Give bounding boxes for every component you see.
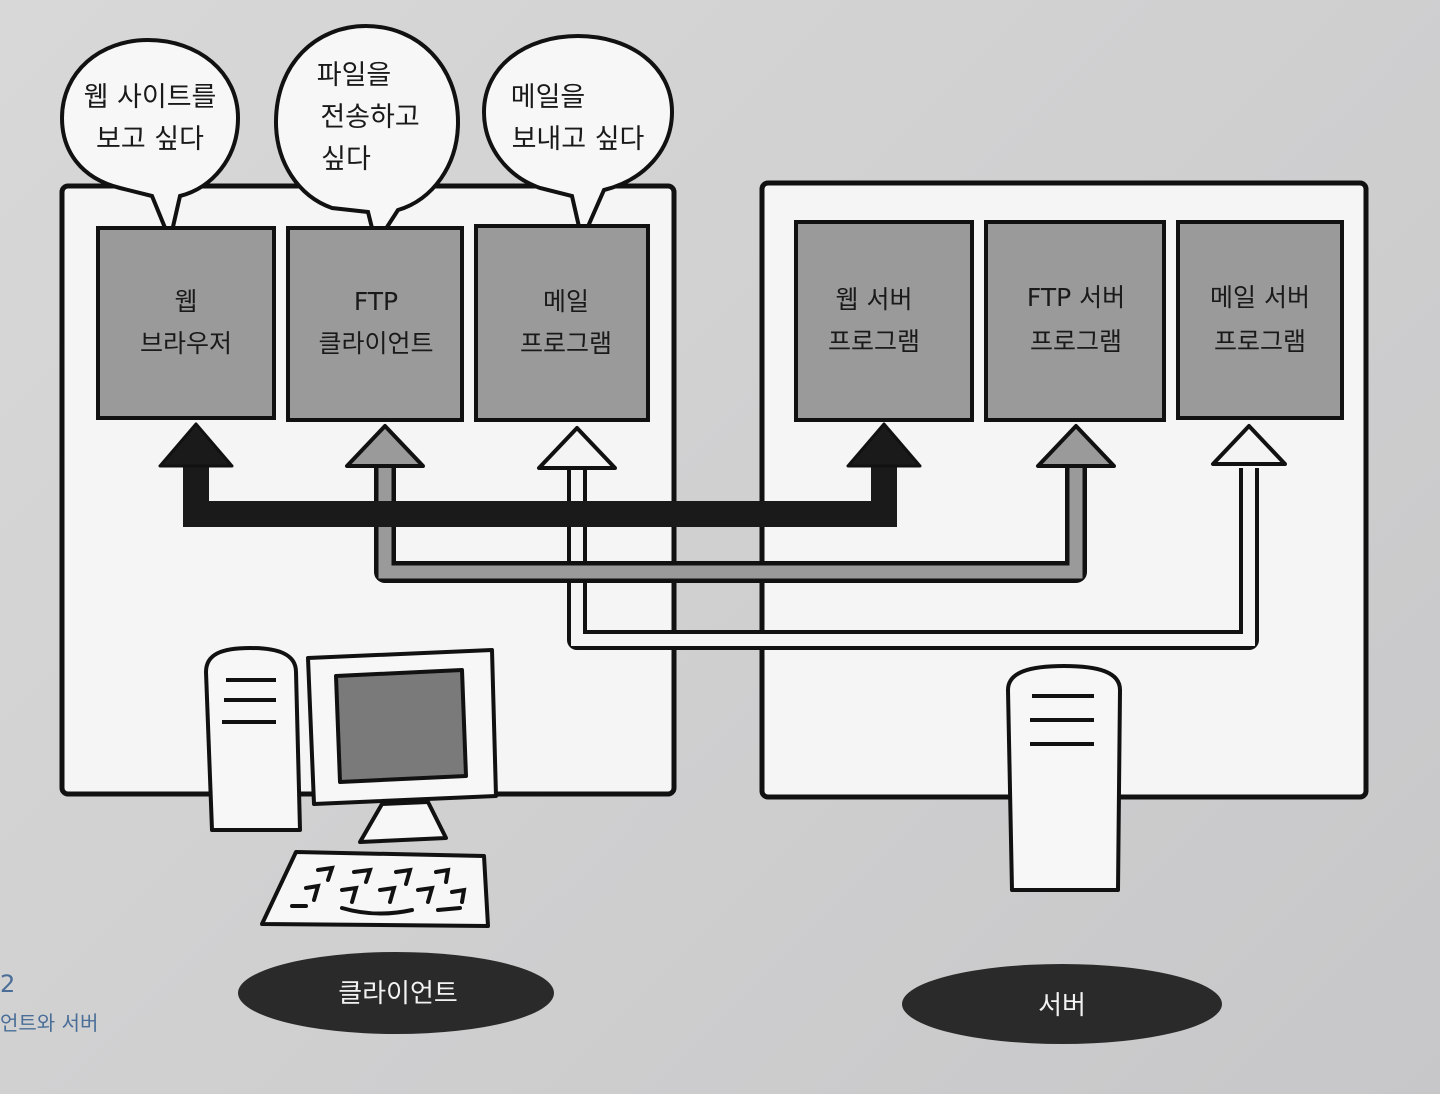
box-ftp-server-line-2: 프로그램: [1030, 327, 1122, 356]
speech-bubble-ftp: 파일을 전송하고 싶다: [273, 23, 461, 249]
box-ftp-server: FTP 서버 프로그램: [984, 220, 1166, 422]
box-mail-server: 메일 서버 프로그램: [1176, 220, 1344, 420]
client-label-text: 클라이언트: [338, 979, 458, 1009]
box-web-browser-line-2: 브라우저: [140, 329, 232, 358]
box-web-browser: 웹 브라우저: [96, 226, 276, 420]
box-mail-program-line-2: 프로그램: [520, 329, 612, 358]
bubble-web-line-1: 웹 사이트를: [84, 82, 217, 113]
box-ftp-server-line-1: FTP 서버: [1027, 283, 1125, 312]
box-mail-server-line-2: 프로그램: [1214, 327, 1306, 356]
bubble-mail-line-1: 메일을: [511, 82, 586, 113]
speech-bubble-mail: 메일을 보내고 싶다: [481, 33, 675, 247]
box-ftp-client: FTP 클라이언트: [286, 226, 464, 422]
bubble-ftp-line-3: 싶다: [321, 144, 371, 175]
box-ftp-client-line-2: 클라이언트: [318, 329, 433, 358]
bubble-ftp-line-2: 전송하고: [320, 102, 419, 133]
box-web-server: 웹 서버 프로그램: [794, 220, 974, 422]
client-label: 클라이언트: [238, 952, 554, 1034]
server-machine-icon: [1006, 664, 1122, 892]
speech-bubble-web: 웹 사이트를 보고 싶다: [59, 37, 241, 247]
box-web-browser-line-1: 웹: [174, 287, 197, 316]
server-label-text: 서버: [1038, 991, 1086, 1021]
box-ftp-client-line-1: FTP: [354, 287, 398, 316]
box-mail-server-line-1: 메일 서버: [1210, 283, 1310, 312]
box-mail-program-line-1: 메일: [543, 287, 589, 316]
box-web-server-line-1: 웹 서버: [836, 285, 913, 314]
arrow-web-connection: [158, 422, 922, 527]
server-label: 서버: [902, 964, 1222, 1044]
arrow-mail-connection: [537, 424, 1287, 650]
figure-number: 2: [0, 970, 15, 998]
bubble-mail-line-2: 보내고 싶다: [512, 124, 645, 155]
bubble-ftp-line-1: 파일을: [317, 60, 392, 91]
box-web-server-line-2: 프로그램: [828, 327, 920, 356]
box-mail-program: 메일 프로그램: [474, 224, 650, 422]
figure-caption: 언트와 서버: [0, 1011, 98, 1035]
bubble-web-line-2: 보고 싶다: [96, 124, 204, 155]
client-computer-icon: [204, 646, 498, 928]
